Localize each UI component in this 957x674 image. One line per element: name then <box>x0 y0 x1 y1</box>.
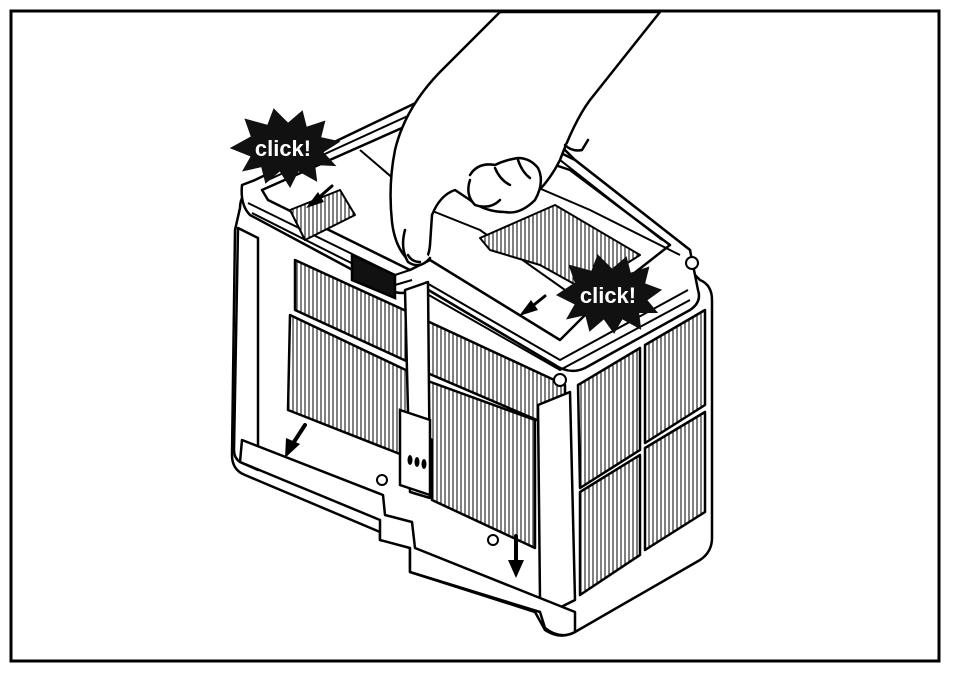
arrow-icon <box>285 423 307 458</box>
arrow-icon <box>306 184 334 208</box>
housing-base <box>238 438 577 637</box>
burst-shape <box>556 254 663 334</box>
arrow-icon <box>519 294 547 316</box>
click-label: click! <box>580 283 636 308</box>
burst-shape <box>229 108 341 189</box>
arrow-icon <box>508 534 524 578</box>
click-callout-2: click! <box>556 254 663 334</box>
tab-vents <box>407 455 427 469</box>
center-tab <box>350 253 432 497</box>
click-callout-1: click! <box>229 108 341 189</box>
side-filter <box>576 308 707 597</box>
hand-icon <box>389 10 662 267</box>
screws <box>376 256 699 546</box>
click-label: click! <box>255 136 311 161</box>
